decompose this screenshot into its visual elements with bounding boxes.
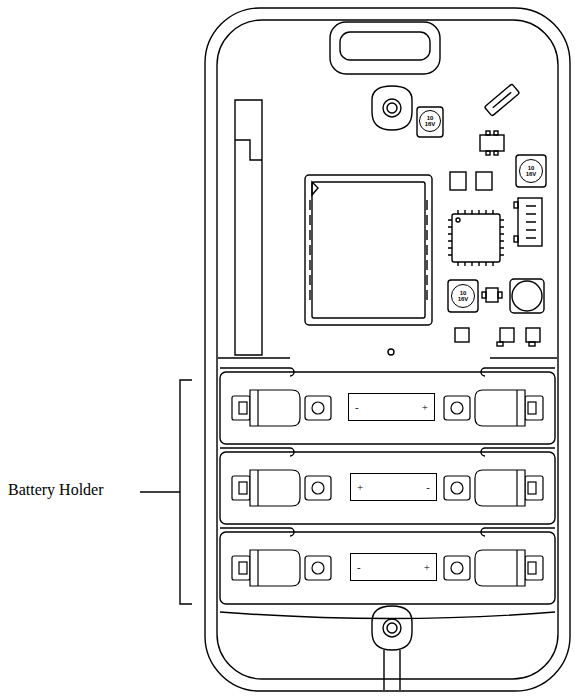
drawing-stroke [456, 218, 460, 222]
drawing-stroke [232, 550, 331, 586]
drawing-stroke [232, 470, 331, 506]
bracket [180, 380, 192, 604]
drawing-stroke [480, 135, 504, 151]
buzzer [512, 281, 542, 311]
mounting-boss [372, 606, 412, 650]
drawing-stroke [510, 279, 544, 313]
crystal [484, 84, 519, 116]
drawing-stroke [426, 200, 427, 300]
polarity-mark: - [355, 401, 359, 413]
part-label: Battery Holder [8, 481, 104, 499]
drawing-stroke [494, 131, 498, 135]
drawing-stroke [309, 200, 310, 300]
drawing-stroke [444, 550, 543, 586]
capacitor-value: 16V [458, 296, 469, 302]
drawing-stroke [494, 151, 498, 155]
drawing-stroke [498, 292, 502, 298]
drawing-stroke [514, 202, 518, 208]
antenna [235, 100, 262, 355]
drawing-stroke [514, 236, 518, 242]
drawing-stroke [218, 357, 290, 358]
drawing-stroke [312, 182, 318, 195]
capacitor-value: 16V [425, 121, 436, 127]
drawing-stroke [444, 470, 543, 506]
battery-bay [220, 372, 555, 444]
battery-cell: +- [350, 473, 437, 501]
housing-outline [205, 8, 570, 691]
drawing-stroke [526, 206, 536, 238]
drawing-stroke [497, 342, 503, 346]
microcontroller [452, 214, 500, 262]
drawing-stroke [529, 342, 535, 346]
leader-line [140, 491, 180, 492]
drawing-stroke [490, 357, 557, 358]
capacitor-value: 10 [528, 165, 535, 171]
drawing-stroke [220, 448, 555, 456]
capacitor-value: 10 [460, 290, 467, 296]
drawing-stroke [516, 155, 546, 187]
battery-bay [220, 532, 555, 604]
drawing-stroke [526, 328, 540, 342]
drawing-stroke [312, 182, 425, 318]
drawing-stroke [486, 151, 490, 155]
capacitor: 1016V [451, 284, 475, 308]
drawing-stroke [220, 528, 555, 536]
drawing-stroke [450, 172, 466, 190]
drawing-stroke [220, 612, 555, 619]
drawing-stroke [384, 650, 400, 690]
capacitor: 1016V [419, 110, 441, 132]
drawing-stroke [444, 390, 543, 426]
polarity-mark: + [424, 561, 430, 573]
drawing-stroke [500, 328, 514, 342]
drawing-stroke [340, 32, 430, 60]
latch [330, 22, 440, 74]
housing-inner-wall [217, 20, 558, 679]
battery-cell: -+ [350, 553, 437, 581]
capacitor-value: 16V [526, 171, 537, 177]
polarity-mark: - [357, 561, 361, 573]
drawing-stroke [486, 288, 498, 302]
capacitor: 1016V [519, 159, 543, 183]
drawing-stroke [448, 280, 478, 312]
polarity-mark: + [357, 481, 363, 493]
drawing-stroke [482, 292, 486, 298]
drawing-stroke [476, 172, 492, 190]
drawing-stroke [388, 349, 394, 355]
drawing-stroke [140, 8, 570, 691]
battery-cell: -+ [348, 393, 435, 421]
rf-module [305, 175, 432, 325]
drawing-stroke [232, 390, 331, 426]
drawing-stroke [383, 99, 401, 117]
drawing-stroke [220, 368, 555, 376]
connector [518, 198, 542, 246]
drawing-stroke [448, 210, 504, 266]
mounting-boss [372, 86, 412, 130]
drawing-stroke [484, 84, 519, 116]
drawing-stroke [486, 131, 490, 135]
drawing-stroke [417, 107, 443, 137]
drawing-stroke [493, 92, 511, 107]
drawing-stroke [455, 328, 469, 342]
drawing-stroke [387, 623, 397, 633]
drawing-stroke [387, 103, 397, 113]
polarity-mark: - [426, 481, 430, 493]
capacitor-value: 10 [427, 115, 434, 121]
drawing-stroke [383, 619, 401, 637]
polarity-mark: + [422, 401, 428, 413]
battery-bay [220, 452, 555, 524]
